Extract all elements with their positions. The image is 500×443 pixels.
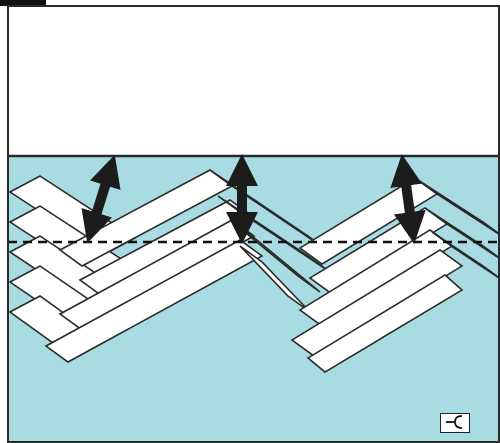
wall-region — [7, 5, 500, 157]
plank — [306, 274, 464, 373]
expansion-gap-arrows — [81, 153, 426, 245]
wall-clamp-icon — [440, 413, 470, 433]
clamp-glyph — [446, 415, 463, 429]
corner-notch — [0, 0, 46, 6]
gap-arrow-1 — [81, 154, 121, 244]
plank — [290, 249, 464, 357]
plank — [424, 207, 500, 260]
frame-border — [7, 5, 500, 443]
plank — [414, 177, 500, 236]
plank — [44, 239, 264, 363]
gap-arrow-3 — [390, 154, 426, 244]
